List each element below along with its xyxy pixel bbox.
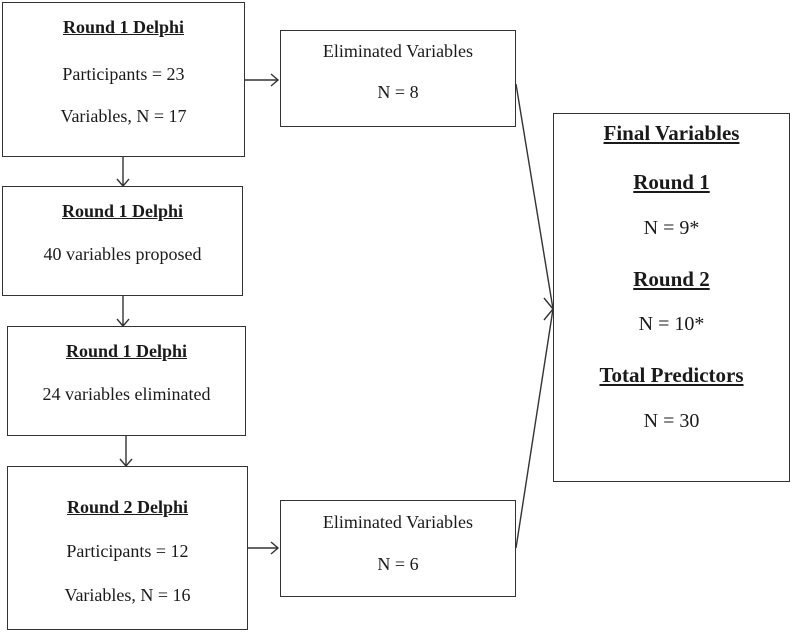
final-total-value: N = 30: [643, 410, 700, 432]
round1-delphi-proposed-box: Round 1 Delphi 40 variables proposed: [2, 186, 243, 296]
round2-variables-count: Variables, N = 16: [64, 585, 191, 605]
eliminated-bottom-title: Eliminated Variables: [322, 512, 474, 532]
round2-delphi-participants-box: Round 2 Delphi Participants = 12 Variabl…: [7, 466, 248, 630]
round2-participants-count: Participants = 12: [66, 541, 189, 561]
arrowhead-to-final: [543, 297, 554, 321]
round1-delphi-eliminated-box: Round 1 Delphi 24 variables eliminated: [7, 326, 246, 436]
eliminated-top-count: N = 8: [377, 82, 419, 102]
final-round1-label: Round 1: [633, 170, 710, 194]
final-variables-title: Final Variables: [603, 121, 740, 145]
round1-participants-title: Round 1 Delphi: [62, 17, 185, 37]
eliminated-variables-bottom-box: Eliminated Variables N = 6: [280, 500, 516, 597]
arrow-eliminated-top-to-final: [515, 83, 554, 310]
arrow-eliminated-bottom-to-final: [515, 308, 554, 549]
round1-variables-count: Variables, N = 17: [60, 106, 187, 126]
round2-participants-title: Round 2 Delphi: [66, 497, 189, 517]
arrowhead-eliminated-to-round2: [119, 458, 133, 468]
eliminated-bottom-count: N = 6: [377, 554, 419, 574]
round1-eliminated-title: Round 1 Delphi: [65, 341, 188, 361]
arrowhead-round1-to-eliminated-top: [270, 73, 280, 87]
final-round1-value: N = 9*: [643, 217, 700, 239]
arrowhead-round2-to-eliminated-bottom: [270, 541, 280, 555]
round1-participants-count: Participants = 23: [62, 64, 185, 84]
eliminated-top-title: Eliminated Variables: [322, 41, 474, 61]
round1-proposed-text: 40 variables proposed: [43, 244, 202, 264]
round1-proposed-title: Round 1 Delphi: [61, 201, 184, 221]
final-variables-box: Final Variables Round 1 N = 9* Round 2 N…: [553, 113, 790, 482]
round1-delphi-participants-box: Round 1 Delphi Participants = 23 Variabl…: [2, 2, 245, 157]
final-round2-label: Round 2: [633, 267, 710, 291]
arrowhead-round1-to-proposed: [116, 178, 130, 188]
eliminated-variables-top-box: Eliminated Variables N = 8: [280, 30, 516, 127]
final-round2-value: N = 10*: [638, 313, 705, 335]
arrowhead-proposed-to-eliminated: [116, 318, 130, 328]
final-total-label: Total Predictors: [599, 363, 744, 387]
round1-eliminated-text: 24 variables eliminated: [42, 384, 211, 404]
